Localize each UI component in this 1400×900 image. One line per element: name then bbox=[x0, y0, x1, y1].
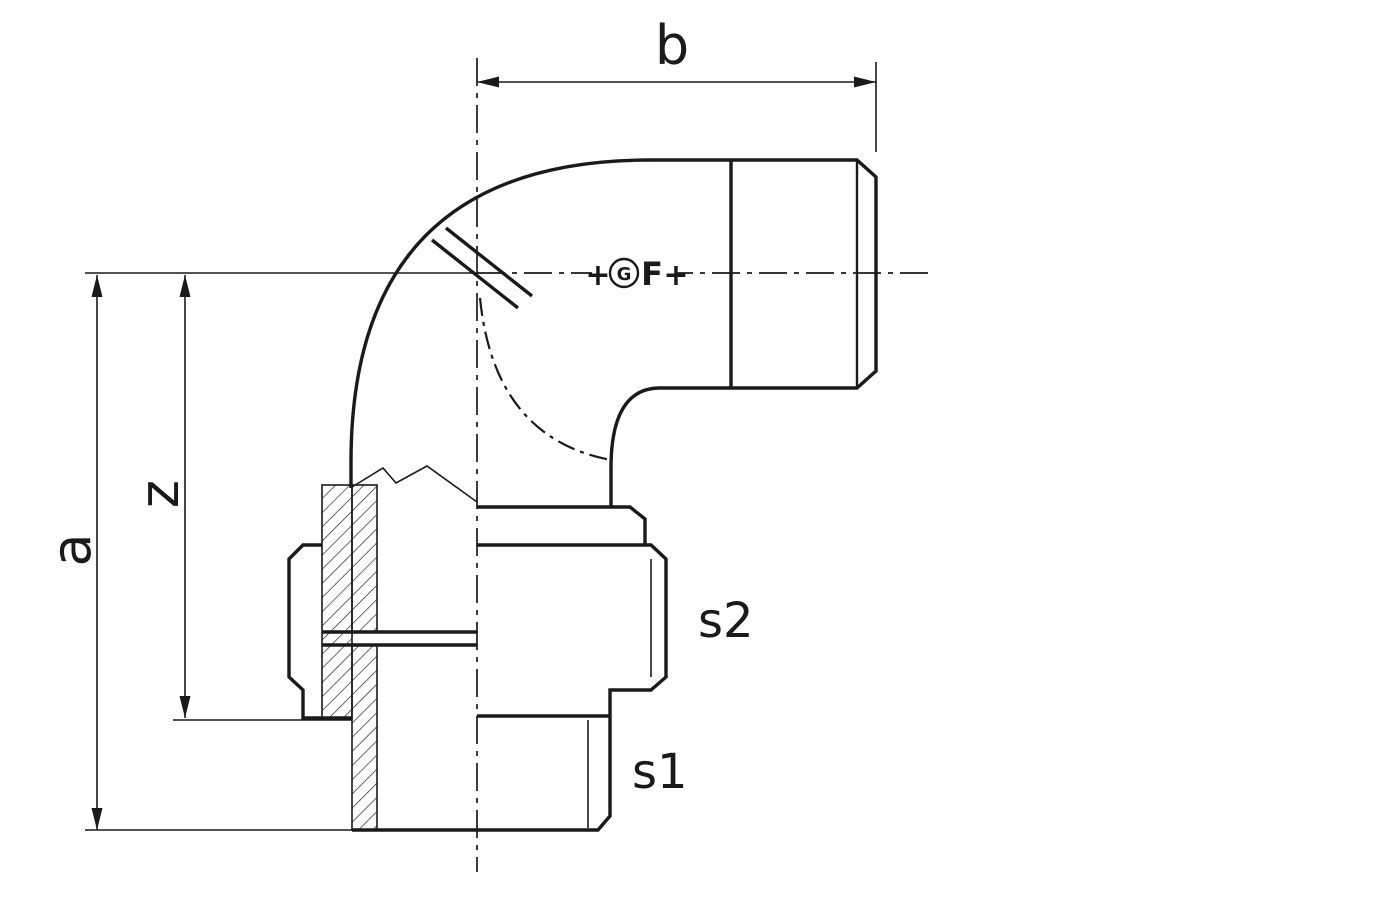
dimension-z: z bbox=[128, 275, 352, 721]
size-labels: s2 s1 bbox=[632, 593, 754, 800]
break-line bbox=[351, 465, 478, 503]
parting-mark-line bbox=[444, 226, 534, 298]
nut-wall-hatched-section bbox=[321, 484, 353, 719]
dimension-a: a bbox=[40, 275, 352, 831]
elbow-inner-profile bbox=[609, 386, 731, 507]
hidden-bore-curve bbox=[478, 297, 612, 462]
nut-left-profile bbox=[287, 543, 352, 720]
dimension-b: b bbox=[477, 14, 877, 152]
mark-circle-icon bbox=[608, 257, 640, 289]
mark-letter-f: F bbox=[641, 255, 663, 293]
arrowhead-a-bottom bbox=[91, 808, 103, 830]
fitting-body bbox=[349, 158, 878, 507]
dimension-label-b: b bbox=[655, 14, 689, 77]
parting-mark-line bbox=[430, 238, 520, 310]
arrowhead-z-top bbox=[179, 275, 191, 297]
dimension-label-a: a bbox=[40, 533, 103, 566]
manufacturer-mark: + G F + bbox=[585, 250, 689, 296]
arrowhead-b-left bbox=[477, 76, 499, 88]
mark-letter-g: G bbox=[617, 264, 632, 285]
arrowhead-b-right bbox=[854, 76, 876, 88]
elbow-outer-profile bbox=[349, 158, 878, 488]
arrowhead-z-bottom bbox=[179, 696, 191, 718]
union-section-left bbox=[287, 484, 477, 831]
size-label-s1: s1 bbox=[632, 744, 688, 800]
socket-collar-profile bbox=[477, 505, 647, 545]
tailpiece-upper-hatched-section bbox=[351, 484, 378, 633]
tailpiece-lower-hatched-section bbox=[351, 644, 378, 831]
centerlines bbox=[85, 58, 934, 872]
union-nut-and-s1-profile bbox=[352, 543, 668, 832]
union-exterior-right bbox=[352, 505, 668, 832]
arrowhead-a-top bbox=[91, 275, 103, 297]
dimension-label-z: z bbox=[128, 480, 191, 508]
mark-backplate bbox=[592, 250, 676, 296]
mark-plus-left: + bbox=[585, 258, 610, 293]
size-label-s2: s2 bbox=[698, 593, 754, 649]
mark-plus-right: + bbox=[663, 258, 688, 293]
